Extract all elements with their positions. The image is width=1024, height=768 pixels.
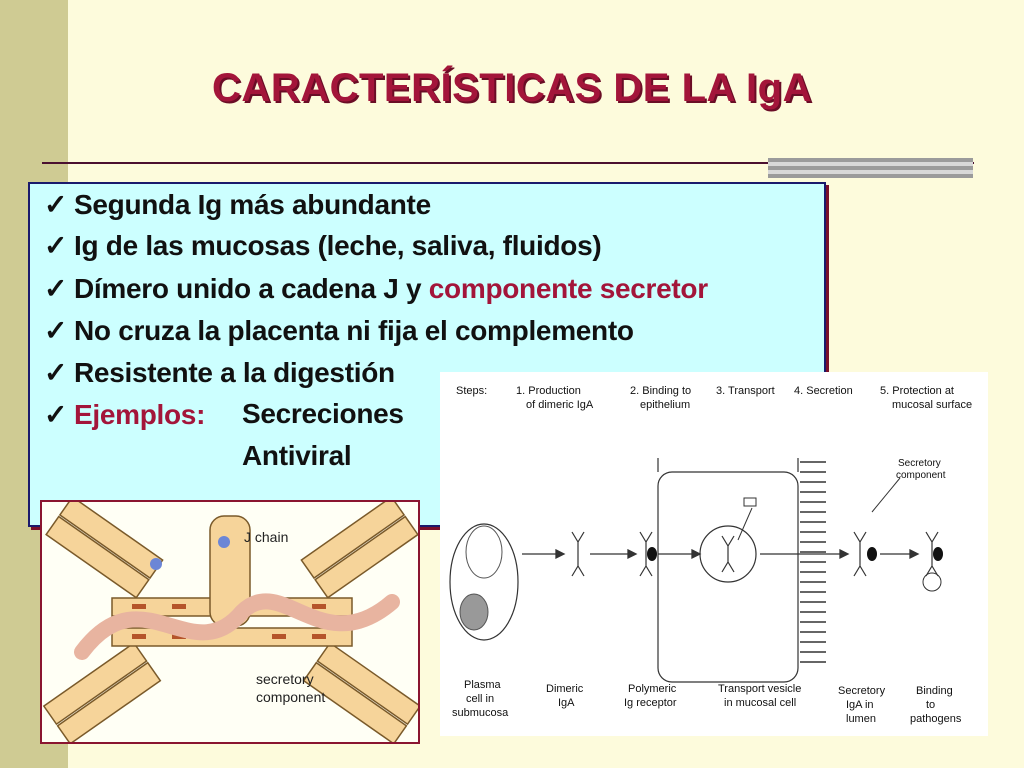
step-4-line-1: 4. Secretion	[794, 385, 853, 397]
bottom-4-line-2: in mucosal cell	[724, 697, 796, 709]
bottom-1-line-1: Plasma	[464, 679, 502, 691]
bullet-text: Ig de las mucosas (leche, saliva, fluido…	[74, 230, 602, 261]
iga-dimer-diagram: J chain secretory component	[42, 495, 422, 745]
bottom-5-line-3: lumen	[846, 713, 876, 725]
bullet-2: ✓Ig de las mucosas (leche, saliva, fluid…	[44, 229, 602, 262]
bottom-2-line-2: IgA	[558, 697, 575, 709]
bottom-3-line-2: Ig receptor	[624, 697, 677, 709]
bottom-5-line-1: Secretory	[838, 685, 886, 697]
bullet-6: ✓Ejemplos:	[44, 398, 205, 431]
iga-dimer-figure: J chain secretory component	[40, 495, 422, 745]
callout-line-1: Secretory	[898, 458, 941, 469]
title-rule	[42, 162, 974, 164]
slide-title: CARACTERÍSTICAS DE LA IgA	[212, 66, 812, 110]
bullet-text: Segunda Ig más abundante	[74, 189, 431, 220]
bottom-6-line-3: pathogens	[910, 713, 962, 725]
examples-label: Ejemplos:	[74, 399, 206, 430]
bullet-3: ✓Dímero unido a cadena J y componente se…	[44, 272, 708, 305]
steps-label: Steps:	[456, 385, 487, 397]
callout-line-2: component	[896, 470, 946, 481]
step-5-line-1: 5. Protection at	[880, 385, 954, 397]
check-icon: ✓	[44, 230, 68, 261]
bottom-3-line-1: Polymeric	[628, 683, 677, 695]
bullet-text: Dímero unido a cadena J y	[74, 273, 422, 304]
bullet-1: ✓Segunda Ig más abundante	[44, 188, 431, 221]
secretory-label-2: component	[256, 689, 325, 705]
check-icon: ✓	[44, 357, 68, 388]
example-2: Antiviral	[242, 440, 352, 471]
check-icon: ✓	[44, 315, 68, 346]
bullet-highlight: componente secretor	[428, 273, 708, 304]
bottom-1-line-2: cell in	[466, 693, 494, 705]
example-1: Secreciones	[242, 398, 404, 429]
transcytosis-figure: Steps: 1. Production of dimeric IgA 2. B…	[440, 372, 988, 736]
step-1-line-2: of dimeric IgA	[526, 399, 594, 411]
check-icon: ✓	[44, 273, 68, 304]
bottom-2-line-1: Dimeric	[546, 683, 584, 695]
check-icon: ✓	[44, 189, 68, 220]
bullet-text: Resistente a la digestión	[74, 357, 395, 388]
check-icon: ✓	[44, 399, 68, 430]
bottom-6-line-2: to	[926, 699, 935, 711]
bullet-5: ✓Resistente a la digestión	[44, 356, 395, 389]
step-1-line-1: 1. Production	[516, 385, 581, 397]
bottom-4-line-1: Transport vesicle	[718, 683, 801, 695]
step-5-line-2: mucosal surface	[892, 399, 972, 411]
step-2-line-2: epithelium	[640, 399, 690, 411]
bullet-text: No cruza la placenta ni fija el compleme…	[74, 315, 634, 346]
secretory-label-1: secretory	[256, 671, 314, 687]
step-2-line-1: 2. Binding to	[630, 385, 691, 397]
bullet-4: ✓No cruza la placenta ni fija el complem…	[44, 314, 634, 347]
bottom-1-line-3: submucosa	[452, 707, 509, 719]
bottom-5-line-2: IgA in	[846, 699, 874, 711]
transcytosis-diagram: Steps: 1. Production of dimeric IgA 2. B…	[449, 385, 972, 725]
step-3-line-1: 3. Transport	[716, 385, 775, 397]
title-rule-accent	[768, 158, 973, 178]
jchain-label: J chain	[244, 529, 288, 545]
bottom-6-line-1: Binding	[916, 685, 953, 697]
